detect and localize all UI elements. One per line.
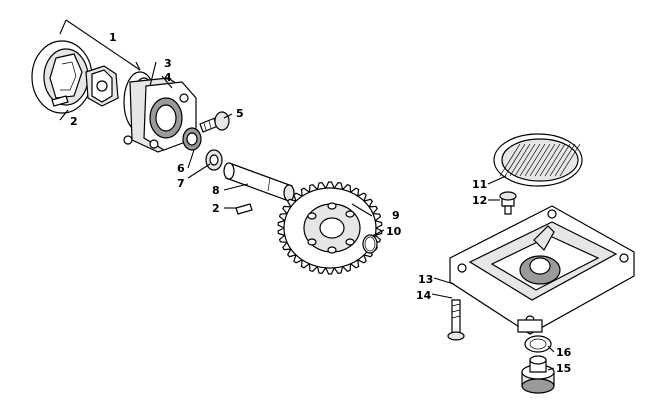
oil-pan [449,205,635,335]
callout-16: 16 [556,346,572,359]
leader-lines [59,19,555,371]
screen-mesh-line [554,143,576,177]
drive-pin-lower [235,203,253,215]
screen-mesh-line [529,143,551,177]
drive-pin-left [51,95,69,107]
inner-rotor [85,65,119,107]
washer [205,149,223,171]
callout-4: 4 [164,71,172,84]
screen-mesh-line [499,143,521,177]
screen-mesh-line [544,143,566,177]
callout-6: 6 [177,162,185,175]
bolt [199,111,230,133]
screen-mesh-line [509,143,531,177]
callout-13: 13 [418,273,433,286]
screen-mesh-line [504,143,526,177]
screen-mesh-line [519,143,541,177]
callout-11: 11 [472,178,487,191]
callout-9: 9 [392,209,400,222]
callout-2-lower: 2 [212,202,220,215]
callout-3: 3 [164,57,172,70]
screen-mesh-line [524,143,546,177]
pan-bolt [447,299,465,341]
screen-mesh-line [539,143,561,177]
oil-strainer-screen [493,133,583,187]
callout-14: 14 [416,289,432,302]
driven-gear [277,181,383,275]
screen-mesh-line [534,143,556,177]
screen-mesh-line [549,143,571,177]
callout-12: 12 [472,194,487,207]
callout-7: 7 [177,177,185,190]
callout-1: 1 [109,31,117,44]
pump-body [123,71,197,153]
drive-shaft [223,162,295,202]
snap-ring [362,234,378,254]
callout-labels: 1 2 3 4 5 6 7 8 2 9 10 11 12 13 14 16 15 [70,31,572,375]
oil-seal [182,127,202,151]
callout-10: 10 [386,225,402,238]
callout-2-left: 2 [70,115,78,128]
screen-mesh-line [514,143,536,177]
drain-plug-gasket [524,335,552,353]
drain-plug [521,355,555,394]
screen-mesh-line [559,143,581,177]
callout-8: 8 [212,184,220,197]
callout-15: 15 [556,362,571,375]
callout-5: 5 [236,107,244,120]
screen-bolt [499,191,517,215]
